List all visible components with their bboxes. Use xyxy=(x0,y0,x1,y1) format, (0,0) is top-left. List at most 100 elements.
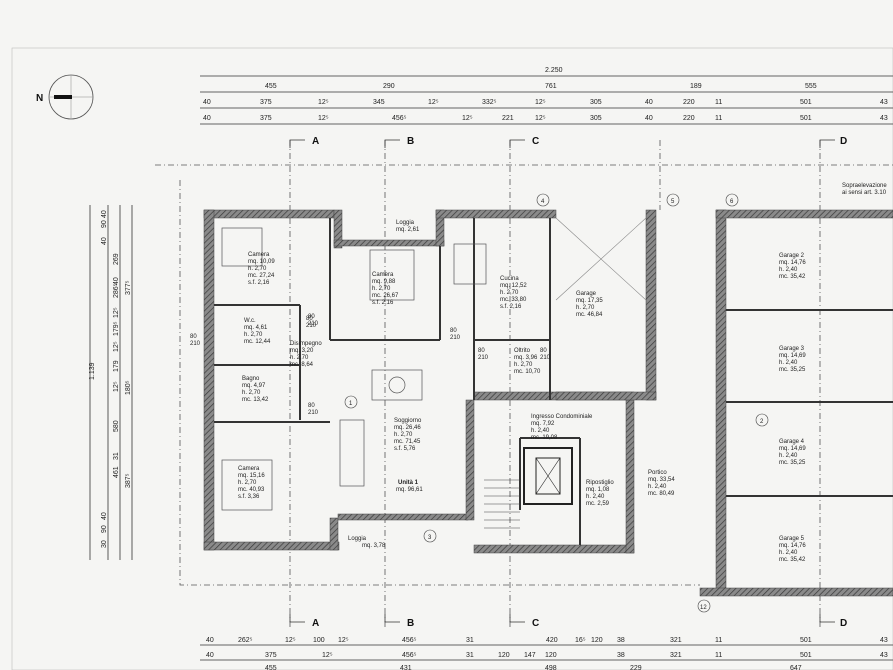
dimension-value: 120 xyxy=(498,652,510,659)
room-metric: s.f. 2,16 xyxy=(372,300,394,306)
dimension-value: 269 xyxy=(113,253,120,265)
elevation-note-line1: Sopraelevazione xyxy=(842,183,887,189)
left-dimensions: 40904026940286⁵12⁵179⁵12⁵17912⁵580314614… xyxy=(89,210,132,548)
room-metric: mq. 33,54 xyxy=(648,477,675,483)
top-dimension-lines xyxy=(200,75,893,125)
dimension-value: 120 xyxy=(545,652,557,659)
section-label: B xyxy=(407,136,414,147)
dimension-value: 12⁵ xyxy=(113,341,120,352)
room-metric: mc. 40,93 xyxy=(238,487,265,493)
dimension-value: 16⁵ xyxy=(575,637,586,644)
room-name: Camera xyxy=(238,466,260,472)
section-label: B xyxy=(407,618,414,629)
room-metric: mc. 80,49 xyxy=(648,491,675,497)
loggia-area: mq. 2,61 xyxy=(396,227,420,233)
room-metric: mc. 2,59 xyxy=(586,501,610,507)
room-metric: mq. 7,92 xyxy=(531,421,555,427)
room-metric: mc. 35,42 xyxy=(779,557,806,563)
room-metric: mc. 19,08 xyxy=(531,435,558,441)
dimension-value: 180⁵ xyxy=(125,380,132,395)
dimension-value: 332⁵ xyxy=(482,99,497,106)
dimension-value: 647 xyxy=(790,665,802,670)
door-tag: 80 xyxy=(306,316,313,322)
dimension-value: 120 xyxy=(591,637,603,644)
room-metric: h. 2,70 xyxy=(242,390,261,396)
room-metric: h. 2,40 xyxy=(586,494,605,500)
room-metric: mq. 14,69 xyxy=(779,446,806,452)
room-metric: mq. 4,61 xyxy=(244,325,268,331)
room-name: Ripostiglio xyxy=(586,480,614,486)
loggia-area: mq. 3,78 xyxy=(362,543,386,549)
room-name: W.c. xyxy=(244,318,256,324)
dimension-value: 40 xyxy=(101,210,108,218)
dimension-value: 40 xyxy=(206,652,214,659)
dimension-value: 12⁵ xyxy=(113,307,120,318)
dimension-value: 12⁵ xyxy=(535,115,546,122)
room-metric: mq. 3,96 xyxy=(514,355,538,361)
door-tag: 210 xyxy=(190,341,201,347)
dimension-value: 377⁵ xyxy=(125,280,132,295)
room-metric: h. 2,40 xyxy=(779,267,798,273)
room-metric: h. 2,40 xyxy=(531,428,550,434)
door-tag: 210 xyxy=(540,355,551,361)
dimension-value: 189 xyxy=(690,83,702,90)
dimension-value: 220 xyxy=(683,99,695,106)
dimension-value: 761 xyxy=(545,83,557,90)
dimension-value: 456⁵ xyxy=(402,652,417,659)
room-metric: mq. 10,09 xyxy=(248,259,275,265)
section-label: A xyxy=(312,618,319,629)
axis-mark: 4 xyxy=(541,199,545,205)
room-name: Oltrito xyxy=(514,348,531,354)
bottom-dimension-lines xyxy=(200,644,893,661)
dimension-value: 345 xyxy=(373,99,385,106)
loggia-label: Loggia xyxy=(348,536,367,542)
room-metric: mq. 4,97 xyxy=(242,383,266,389)
dimension-value: 305 xyxy=(590,99,602,106)
section-label: D xyxy=(840,136,847,147)
room-metric: mq. 17,35 xyxy=(576,298,603,304)
north-compass-icon: N xyxy=(36,74,94,120)
room-name: Disimpegno xyxy=(290,341,322,347)
door-tag: 80 xyxy=(308,314,315,320)
door-tag: 80 xyxy=(450,328,457,334)
dimension-value: 43 xyxy=(880,115,888,122)
section-label: A xyxy=(312,136,319,147)
room-name: Ingresso Condominiale xyxy=(531,414,593,420)
dimension-value: 321 xyxy=(670,652,682,659)
door-tag: 210 xyxy=(306,323,317,329)
dimension-value: 11 xyxy=(715,99,722,106)
dimension-value: 229 xyxy=(630,665,642,670)
room-metric: mc. 35,25 xyxy=(779,367,806,373)
room-metric: mc. 12,44 xyxy=(244,339,271,345)
dimension-value: 290 xyxy=(383,83,395,90)
dimension-value: 31 xyxy=(466,652,474,659)
dimension-value: 40 xyxy=(101,512,108,520)
room-name: Soggiorno xyxy=(394,418,422,424)
dimension-value: 40 xyxy=(113,277,120,285)
dimension-value: 387⁵ xyxy=(125,473,132,488)
elevator-shaft xyxy=(523,447,573,505)
dimension-value: 375 xyxy=(260,115,272,122)
room-metric: mc. 46,84 xyxy=(576,312,603,318)
sheet-border xyxy=(11,47,893,670)
dimension-value: 179 xyxy=(113,360,120,372)
room-metric: h. 2,70 xyxy=(394,432,413,438)
section-label: D xyxy=(840,618,847,629)
dimension-value: 40 xyxy=(203,99,211,106)
room-name: Garage xyxy=(576,291,597,297)
axis-mark: 5 xyxy=(671,199,675,205)
room-metric: h. 2,70 xyxy=(500,290,519,296)
dimension-value: 179⁵ xyxy=(113,321,120,336)
furniture xyxy=(221,227,487,511)
axis-mark: 12 xyxy=(700,605,707,611)
